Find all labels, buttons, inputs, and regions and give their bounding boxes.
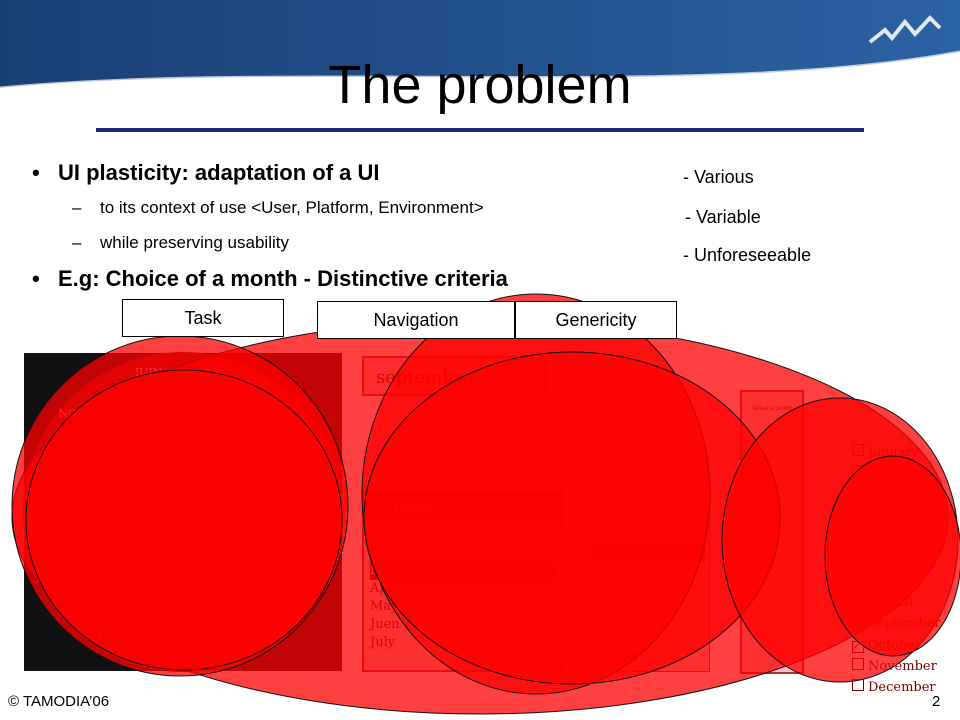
ring-month-label[interactable]: JANVIER xyxy=(35,569,86,583)
listbox-month-item[interactable]: April xyxy=(591,564,622,581)
checkbox-month-label: June xyxy=(868,552,898,568)
bullet-text: UI plasticity: adaptation of a UI xyxy=(58,160,380,185)
tkcon-titlebar: tkcon xyxy=(364,492,562,522)
checkbox-icon[interactable] xyxy=(852,615,864,628)
checkbox-month-row[interactable]: September xyxy=(852,613,940,634)
checkbox-month-row[interactable]: August xyxy=(852,592,940,613)
checkbox-month-label: July xyxy=(868,573,894,589)
subbullet-usability: – while preserving usability xyxy=(72,233,289,252)
checkbox-month-label: January xyxy=(868,445,920,460)
checkbox-month-row[interactable]: May xyxy=(852,528,940,549)
listbox-month-item[interactable]: February xyxy=(591,522,652,539)
subbullet-text: while preserving usability xyxy=(100,233,289,252)
checkbox-month-label: April xyxy=(868,509,901,525)
listbox-month-item[interactable]: March xyxy=(591,541,705,562)
ring-month-label[interactable]: JUIN xyxy=(134,366,163,380)
tkcon-title: tkcon xyxy=(394,498,437,515)
bullet-plasticity: • UI plasticity: adaptation of a UI xyxy=(32,160,380,186)
ring-month-label[interactable]: DÉCEMBRE xyxy=(20,484,90,498)
bullet-text: E.g: Choice of a month - Distinctive cri… xyxy=(58,266,508,291)
ring-calendar-panel xyxy=(24,353,342,671)
criterion-box-genericity: Genericity xyxy=(515,301,677,339)
ring-month-label[interactable]: MAI xyxy=(297,523,322,537)
ring-month-label[interactable]: FÉVRIER xyxy=(97,629,151,643)
checkbox-checked-icon[interactable]: ✓ xyxy=(852,555,864,568)
checkbox-month-row[interactable]: July xyxy=(852,570,940,591)
listbox-month-item[interactable]: January xyxy=(591,501,645,518)
checkbox-icon[interactable] xyxy=(852,486,864,499)
checkbox-icon[interactable] xyxy=(852,529,864,542)
tkcon-month-item[interactable]: May xyxy=(370,599,399,614)
ring-month-label[interactable]: NOVEMBRE xyxy=(58,406,129,420)
tkcon-month-item[interactable]: January xyxy=(370,527,422,542)
criterion-various: - Various xyxy=(683,167,754,187)
title-underline xyxy=(96,128,864,132)
tkcon-month-item[interactable]: March xyxy=(370,562,556,580)
listbox-month-item[interactable]: July xyxy=(591,627,618,644)
tkcon-month-item[interactable]: July xyxy=(370,635,396,650)
ring-month-label[interactable]: AOÛT xyxy=(282,438,317,452)
bullet-dot-icon: • xyxy=(32,160,40,185)
narrow-window-label: Select a month xyxy=(751,406,793,412)
month-select[interactable]: septembre xyxy=(362,356,546,396)
checkbox-icon[interactable] xyxy=(852,658,864,671)
ring-month-label[interactable]: JUILLET xyxy=(220,378,269,392)
checkbox-month-label: October xyxy=(868,637,922,653)
checkbox-icon[interactable] xyxy=(852,593,864,606)
listbox-month-item[interactable]: Juen xyxy=(591,606,624,623)
checkbox-month-label: March xyxy=(868,487,911,503)
checkbox-month-row[interactable]: January xyxy=(852,442,940,463)
checkbox-month-row[interactable]: February xyxy=(852,463,940,484)
checkbox-month-label: May xyxy=(868,530,897,546)
criterion-box-task: Task xyxy=(122,299,284,337)
checkbox-month-row[interactable]: ✓ October xyxy=(852,635,940,656)
bullet-example: • E.g: Choice of a month - Distinctive c… xyxy=(32,266,508,292)
footer-copyright: © TAMODIA’06 xyxy=(8,693,110,710)
month-select-value: septembre xyxy=(376,367,474,388)
page-number: 2 xyxy=(932,693,941,710)
checkbox-month-row[interactable]: December xyxy=(852,677,940,698)
checkbox-month-row[interactable]: April xyxy=(852,506,940,527)
ring-month-label[interactable]: MARS xyxy=(183,641,219,655)
checkbox-icon[interactable] xyxy=(852,572,864,585)
ring-month-label[interactable]: AVRIL xyxy=(259,601,295,615)
narrow-month-window[interactable]: Select a month xyxy=(740,390,804,674)
checkbox-icon[interactable] xyxy=(852,508,864,521)
checkbox-month-label: August xyxy=(868,594,915,610)
checkbox-month-row[interactable]: ✓ June xyxy=(852,549,940,570)
checkbox-icon[interactable] xyxy=(852,679,864,692)
criterion-box-navigation: Navigation xyxy=(317,301,515,339)
criterion-variable: - Variable xyxy=(685,207,761,227)
checkbox-checked-icon[interactable]: ✓ xyxy=(852,640,864,653)
listbox-month-item[interactable]: August xyxy=(591,648,638,665)
subbullet-context: – to its context of use <User, Platform,… xyxy=(72,198,484,217)
listbox-month-item[interactable]: May xyxy=(591,585,620,602)
checkbox-icon[interactable] xyxy=(852,465,864,478)
checkbox-month-label: December xyxy=(868,680,936,696)
tkcon-month-item[interactable]: Juen xyxy=(370,617,400,632)
slide-title: The problem xyxy=(328,55,632,115)
checkbox-month-label: September xyxy=(868,616,941,632)
checkbox-month-row[interactable]: March xyxy=(852,485,940,506)
checkbox-month-row[interactable]: November xyxy=(852,656,940,677)
tkcon-month-item[interactable]: April xyxy=(370,581,403,596)
header-band xyxy=(0,0,960,90)
checkbox-month-label: November xyxy=(868,659,937,675)
criterion-unforeseeable: - Unforeseeable xyxy=(683,245,812,265)
bullet-dot-icon: • xyxy=(32,266,40,291)
checkbox-icon[interactable] xyxy=(852,444,864,456)
logo-mark-icon xyxy=(868,15,942,44)
subbullet-text: to its context of use <User, Platform, E… xyxy=(100,198,484,217)
tkcon-month-item[interactable]: February xyxy=(370,545,431,560)
checkbox-month-label: February xyxy=(868,466,929,482)
